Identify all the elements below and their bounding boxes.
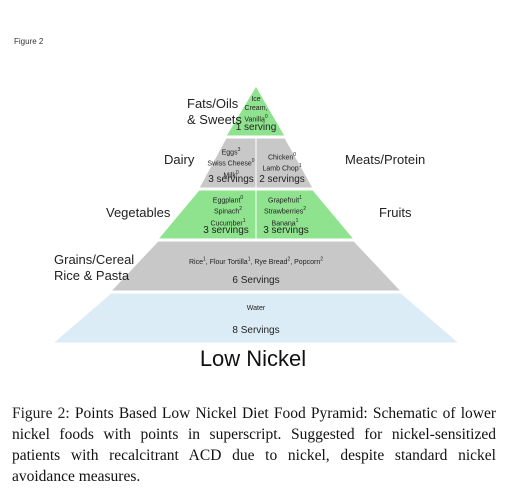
dairy-servings: 3 servings [208,174,254,185]
food-item: Rice1, [188,257,208,267]
pyramid-title: Low Nickel [199,346,307,371]
food-item: Spinach2 [213,206,243,216]
dairy-items: Eggs3 Swiss Cheese0 Milk0 [205,146,257,180]
label-grains: Grains/Cereal Rice & Pasta [54,252,135,283]
label-vegetables: Vegetables [106,205,171,220]
tier-grains [109,240,403,292]
grains-servings: 6 Servings [232,275,280,286]
food-item: Eggs3 [221,147,241,157]
label-fats-oils-sweets: Fats/Oils & Sweets [187,96,242,127]
meats-servings: 2 servings [259,174,305,185]
food-item: Popcorn2 [294,257,323,267]
vegetables-items: Eggplant0 Spinach2 Cucumber1 [200,194,256,228]
food-item: Eggplant0 [212,195,244,205]
fruits-servings: 3 servings [263,225,309,236]
fats-servings: 1 serving [235,122,277,133]
label-dairy: Dairy [164,152,195,167]
food-item: Lamb Chop1 [262,163,302,173]
fruits-items: Grapefruit1 Strawberries2 Banana1 [256,194,314,228]
caption-label: Figure 2: [12,405,70,422]
food-item: Grapefruit1 [268,195,302,205]
meats-items: Chicken0 Lamb Chop1 [256,151,308,174]
food-item: Flour Tortilla1, [209,257,253,267]
label-meats-protein: Meats/Protein [345,152,426,167]
label-fruits: Fruits [379,205,412,220]
water-label: Water [246,305,266,312]
food-pyramid [51,85,461,344]
food-item: Cucumber1 [210,217,246,227]
grains-items: Rice1, Flour Tortilla1, Rye Bread2, Popc… [130,256,382,267]
food-item: Swiss Cheese0 [207,158,255,168]
caption-text: Points Based Low Nickel Diet Food Pyrami… [12,405,496,485]
water-servings: 8 Servings [232,325,280,336]
figure-tag: Figure 2 [14,37,44,46]
food-item: Rye Bread2, [254,257,293,267]
tier-water [51,292,461,344]
tier-fats [225,85,286,137]
tier-meats [255,137,314,189]
figure-caption: Figure 2: Points Based Low Nickel Diet F… [12,403,496,487]
tier-fruits [255,189,356,240]
food-item: Banana1 [271,217,299,227]
food-item: Milk0 [223,169,239,179]
food-item: Chicken0 [267,152,297,162]
fats-items: Ice Cream, Vanilla0 [244,96,268,124]
vegetables-servings: 3 servings [203,225,249,236]
food-item: Strawberries2 [263,206,307,216]
